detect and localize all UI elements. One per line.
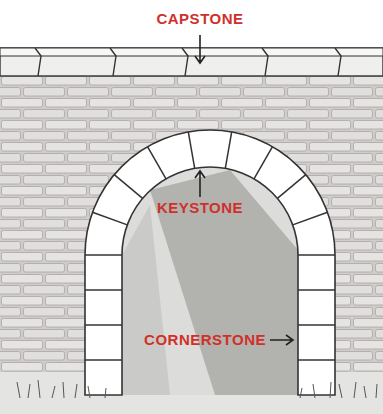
voussoir-joints bbox=[85, 132, 335, 360]
grass bbox=[17, 380, 377, 398]
part-label: CORNERSTONE bbox=[144, 331, 266, 349]
leader-arrows bbox=[195, 35, 293, 345]
arch-ring bbox=[85, 130, 335, 395]
part-label: CAPSTONE bbox=[156, 10, 243, 28]
part-label: KEYSTONE bbox=[157, 199, 243, 217]
capstone-band bbox=[0, 48, 383, 76]
capstone-joints bbox=[35, 48, 341, 76]
shadow bbox=[122, 205, 170, 395]
capstone-bevel bbox=[0, 48, 383, 56]
arch-opening bbox=[122, 167, 298, 395]
shadow bbox=[150, 170, 298, 395]
